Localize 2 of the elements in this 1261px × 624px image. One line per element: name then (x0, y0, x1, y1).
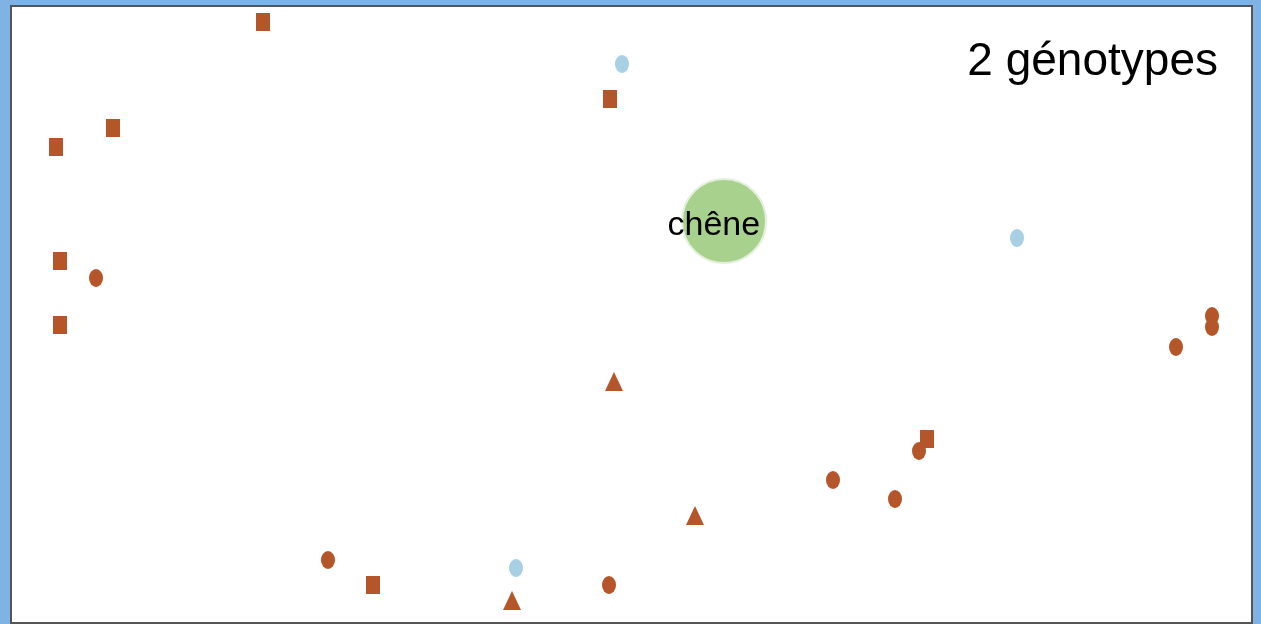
node-label: chêne (667, 203, 761, 243)
title-text: 2 génotypes (967, 32, 1218, 86)
